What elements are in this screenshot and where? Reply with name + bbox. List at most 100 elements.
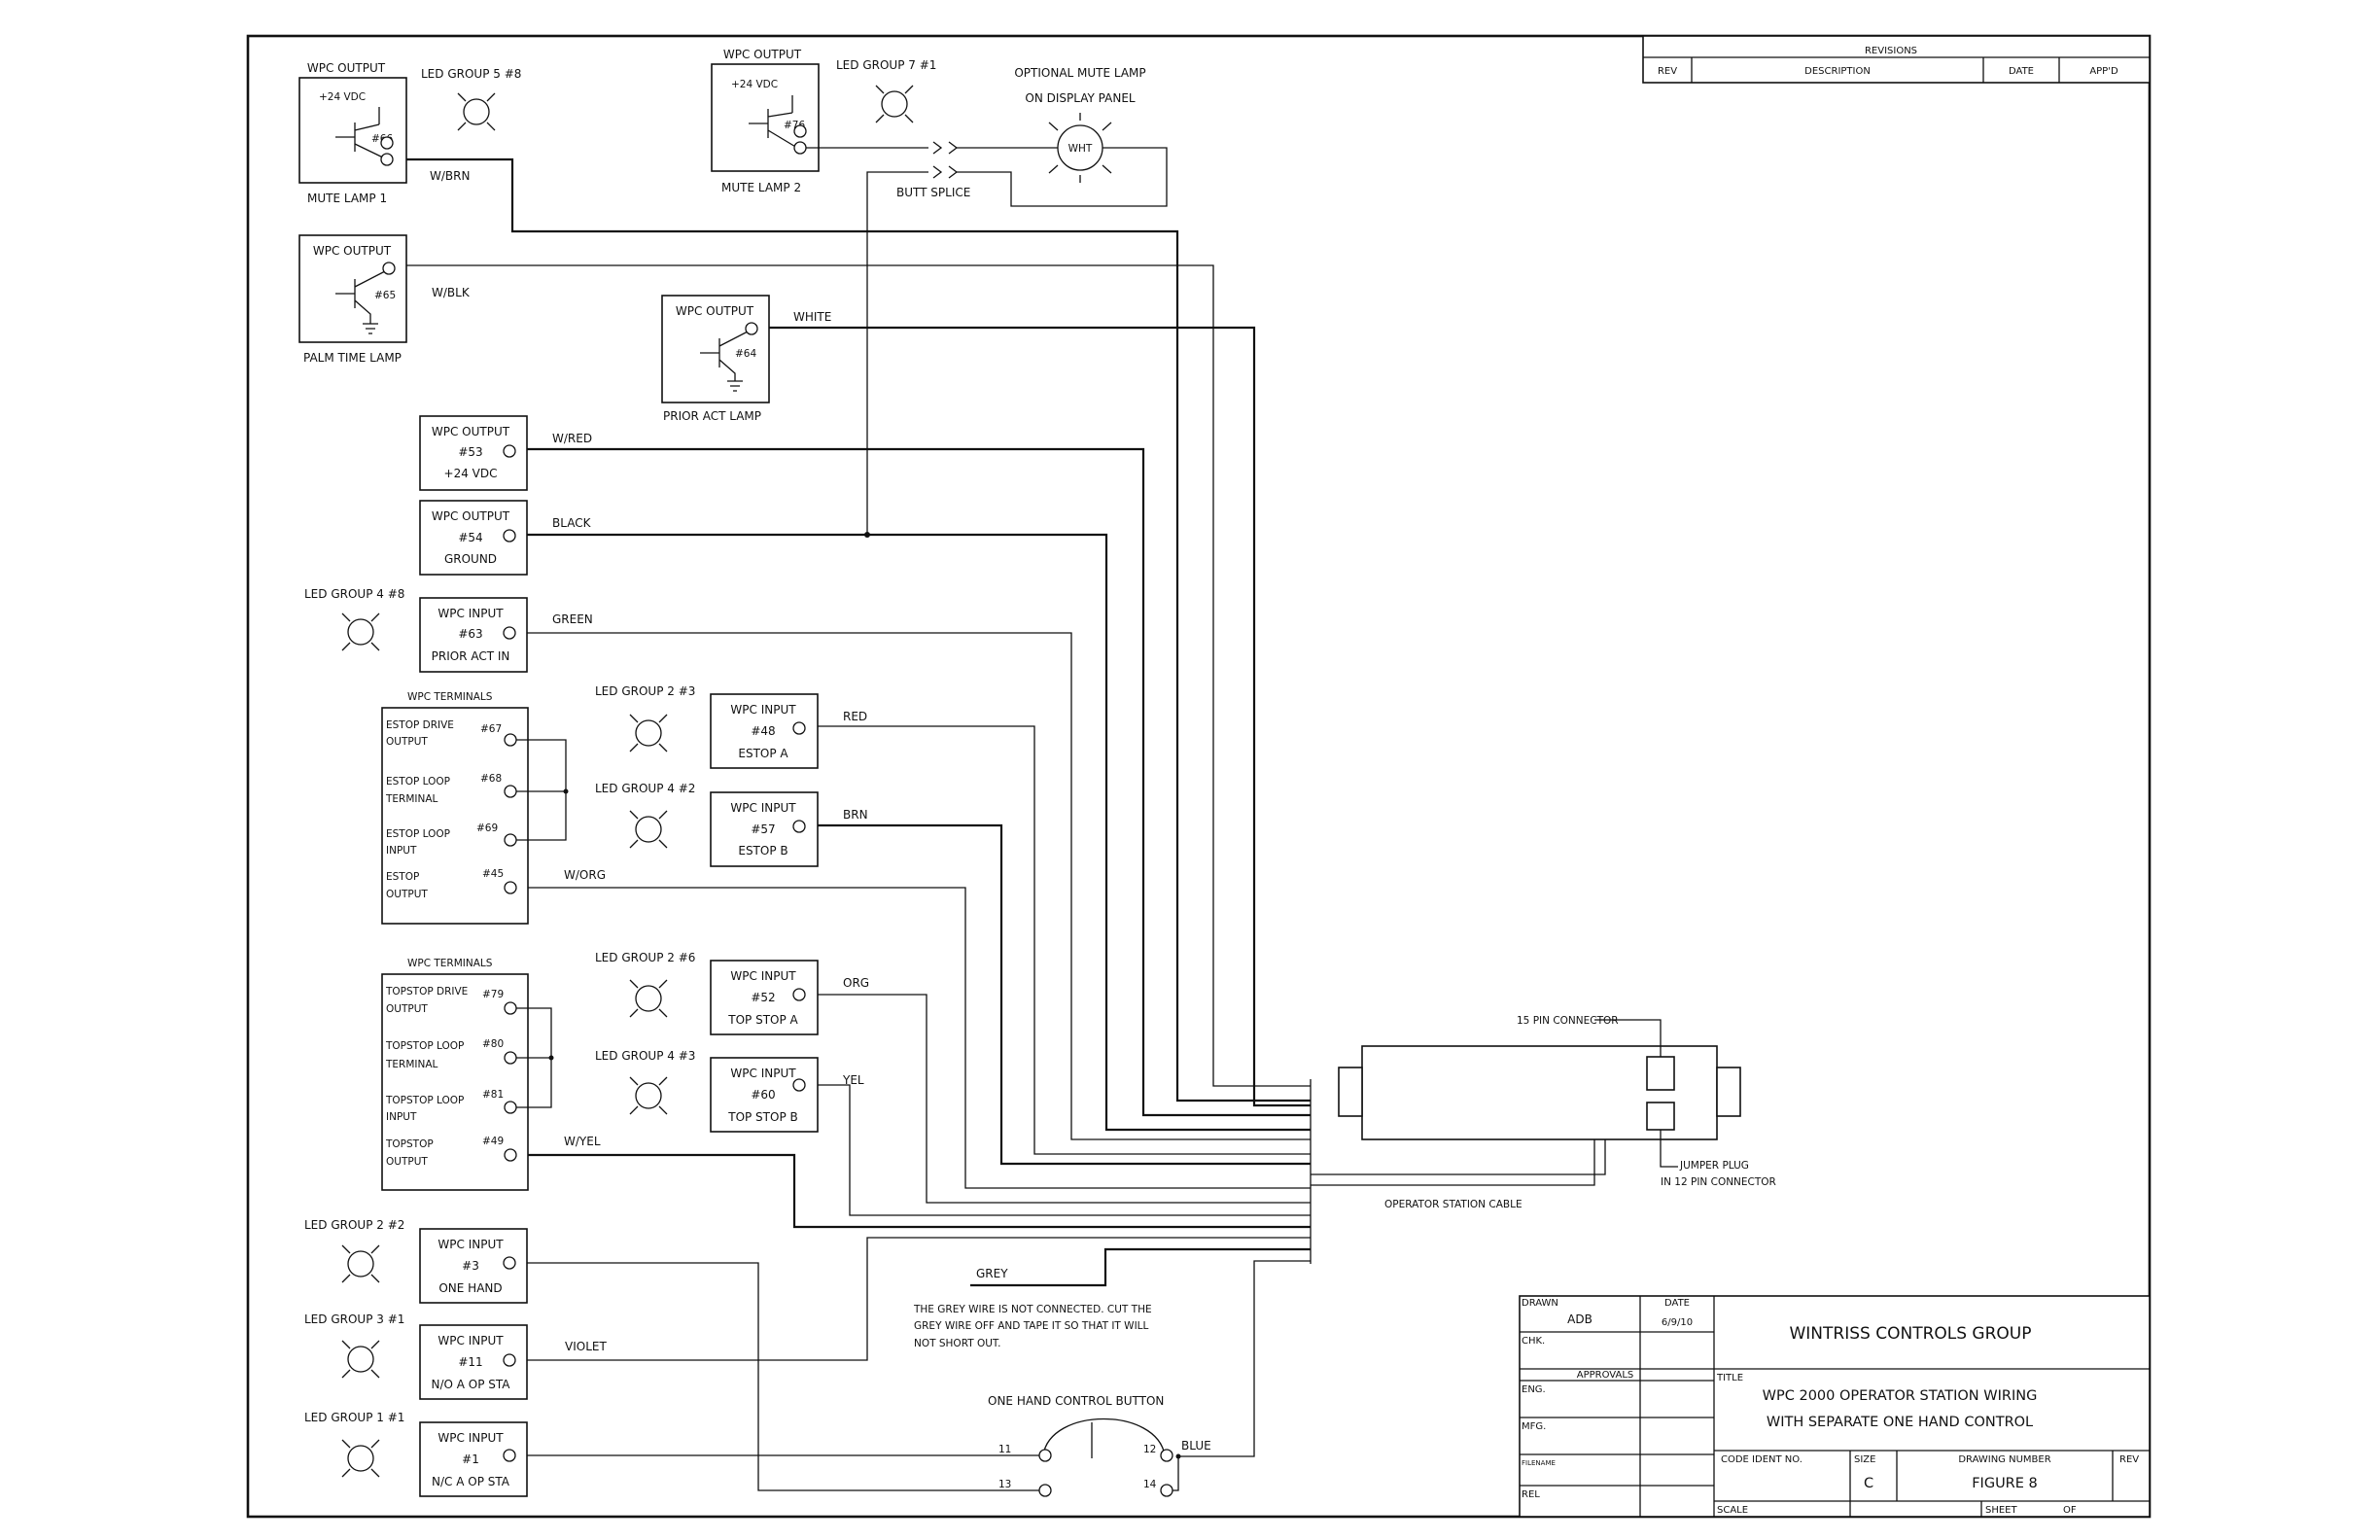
topstop-wire: W/YEL <box>564 1135 601 1148</box>
blue-wire-label: BLUE <box>1181 1439 1211 1452</box>
output-54-caption: GROUND <box>444 552 497 566</box>
output-54-box: WPC OUTPUT #54 GROUND BLACK <box>419 500 592 576</box>
estop-wire: W/ORG <box>564 868 606 882</box>
cable-label: OPERATOR STATION CABLE <box>1384 1199 1522 1210</box>
scale-label: SCALE <box>1717 1505 1748 1516</box>
jumper-line1: JUMPER PLUG <box>1679 1160 1749 1172</box>
input-48-wire: RED <box>843 710 867 723</box>
palm-time-lamp-output: WPC OUTPUT #65 PALM TIME LAMP W/BLK <box>298 234 471 365</box>
topstop-row-2-number: #80 <box>482 1038 504 1050</box>
output-54-header: WPC OUTPUT <box>432 509 510 523</box>
palm-time-header: WPC OUTPUT <box>313 244 392 258</box>
input-52-number: #52 <box>751 991 775 1004</box>
topstop-row-4-line2: OUTPUT <box>386 1156 428 1168</box>
input-52-header: WPC INPUT <box>730 969 796 983</box>
output-54-number: #54 <box>458 531 482 544</box>
estop-row-4-line1: ESTOP <box>386 871 419 883</box>
mute-lamp-1-caption: MUTE LAMP 1 <box>307 192 387 205</box>
eng-label: ENG. <box>1522 1384 1546 1395</box>
mute-lamp-2-output: WPC OUTPUT +24 VDC #76 MUTE LAMP 2 <box>711 48 943 194</box>
connector-label: 15 PIN CONNECTOR <box>1517 1015 1619 1027</box>
estop-row-3-number: #69 <box>476 822 498 834</box>
output-53-number: #53 <box>458 445 482 459</box>
led-group-4-3-label: LED GROUP 4 #3 <box>595 1049 695 1063</box>
button-terminal-12: 12 <box>1143 1444 1156 1455</box>
revisions-title: REVISIONS <box>1865 46 1917 56</box>
led-group-4-8-label: LED GROUP 4 #8 <box>304 587 404 601</box>
output-53-header: WPC OUTPUT <box>432 425 510 438</box>
input-48-header: WPC INPUT <box>730 703 796 717</box>
estop-row-4-line2: OUTPUT <box>386 889 428 900</box>
drawn-label: DRAWN <box>1522 1298 1558 1309</box>
input-60-header: WPC INPUT <box>730 1067 796 1080</box>
led-group-2-6-label: LED GROUP 2 #6 <box>595 951 695 964</box>
estop-row-1-line1: ESTOP DRIVE <box>386 719 454 731</box>
prior-act-lamp-number: #64 <box>735 348 756 360</box>
mfg-label: MFG. <box>1522 1421 1546 1432</box>
date-value: 6/9/10 <box>1662 1317 1693 1328</box>
input-48-number: #48 <box>751 724 775 738</box>
mute-lamp-1-voltage: +24 VDC <box>319 91 366 103</box>
sheet-label: SHEET <box>1985 1505 2018 1516</box>
input-57-caption: ESTOP B <box>738 844 788 858</box>
output-54-wire: BLACK <box>552 516 592 530</box>
description-header: DESCRIPTION <box>1804 66 1871 77</box>
topstop-terminal-block: WPC TERMINALS TOPSTOP DRIVE OUTPUT #79 T… <box>381 958 601 1191</box>
estop-row-3-line2: INPUT <box>386 845 417 857</box>
led-group-2-2-label: LED GROUP 2 #2 <box>304 1218 404 1232</box>
estop-row-1-line2: OUTPUT <box>386 736 428 748</box>
led-group-1-1-label: LED GROUP 1 #1 <box>304 1411 404 1424</box>
input-60-caption: TOP STOP B <box>727 1110 798 1124</box>
input-48-caption: ESTOP A <box>738 747 788 760</box>
led-icon <box>875 85 914 123</box>
grey-wire-label: GREY <box>976 1267 1008 1280</box>
topstop-row-3-line1: TOPSTOP LOOP <box>385 1095 464 1106</box>
date-header: DATE <box>2009 66 2034 77</box>
led-group-7-indicator: LED GROUP 7 #1 <box>836 58 936 123</box>
topstop-row-3-line2: INPUT <box>386 1111 417 1123</box>
of-label: OF <box>2063 1505 2077 1516</box>
prior-act-lamp-caption: PRIOR ACT LAMP <box>663 409 761 423</box>
led-group-5-label: LED GROUP 5 #8 <box>421 67 521 81</box>
output-53-box: WPC OUTPUT #53 +24 VDC W/RED <box>419 415 592 491</box>
input-63-wire: GREEN <box>552 612 593 626</box>
palm-time-wire: W/BLK <box>432 286 471 299</box>
prior-act-lamp-header: WPC OUTPUT <box>676 304 754 318</box>
led-group-2-3-label: LED GROUP 2 #3 <box>595 684 695 698</box>
led-icon <box>629 714 668 752</box>
drawing-border <box>246 34 2152 1519</box>
topstop-row-3-number: #81 <box>482 1089 504 1101</box>
estop-terminal-block: WPC TERMINALS ESTOP DRIVE OUTPUT #67 EST… <box>381 691 606 925</box>
output-53-caption: +24 VDC <box>444 467 498 480</box>
input-1-caption: N/C A OP STA <box>432 1475 510 1488</box>
one-hand-control-button: ONE HAND CONTROL BUTTON 11 12 13 14 BLUE <box>988 1394 1211 1497</box>
led-icon <box>629 1076 668 1115</box>
estop-row-3-line1: ESTOP LOOP <box>386 828 450 840</box>
optional-mute-lamp-line2: ON DISPLAY PANEL <box>1025 91 1135 105</box>
input-52-caption: TOP STOP A <box>727 1013 798 1027</box>
topstop-row-4-line1: TOPSTOP <box>385 1138 434 1150</box>
topstop-row-1-line2: OUTPUT <box>386 1003 428 1015</box>
button-terminal-14: 14 <box>1143 1479 1157 1490</box>
chk-label: CHK. <box>1522 1336 1545 1347</box>
input-52-box: LED GROUP 2 #6 WPC INPUT #52 TOP STOP A … <box>595 951 869 1035</box>
estop-row-2-line1: ESTOP LOOP <box>386 776 450 788</box>
button-terminal-11: 11 <box>998 1444 1011 1455</box>
input-1-box: LED GROUP 1 #1 WPC INPUT #1 N/C A OP STA <box>304 1411 528 1497</box>
title-label: TITLE <box>1716 1373 1743 1383</box>
estop-terminals-title: WPC TERMINALS <box>407 691 493 703</box>
revisions-block: REVISIONS REV DESCRIPTION DATE APP'D <box>1642 35 2151 84</box>
topstop-row-1-line1: TOPSTOP DRIVE <box>385 986 468 998</box>
estop-row-2-number: #68 <box>480 773 502 785</box>
drawn-by: ADB <box>1567 1312 1592 1326</box>
input-11-number: #11 <box>458 1355 482 1369</box>
led-icon <box>629 979 668 1018</box>
estop-row-2-line2: TERMINAL <box>385 793 438 805</box>
led-group-5-indicator: LED GROUP 5 #8 <box>421 67 521 131</box>
input-63-caption: PRIOR ACT IN <box>432 649 510 663</box>
led-icon <box>457 92 496 131</box>
led-group-3-1-label: LED GROUP 3 #1 <box>304 1312 404 1326</box>
input-11-caption: N/O A OP STA <box>431 1378 510 1391</box>
mute-lamp-2-voltage: +24 VDC <box>731 79 778 90</box>
date-label: DATE <box>1664 1298 1690 1309</box>
